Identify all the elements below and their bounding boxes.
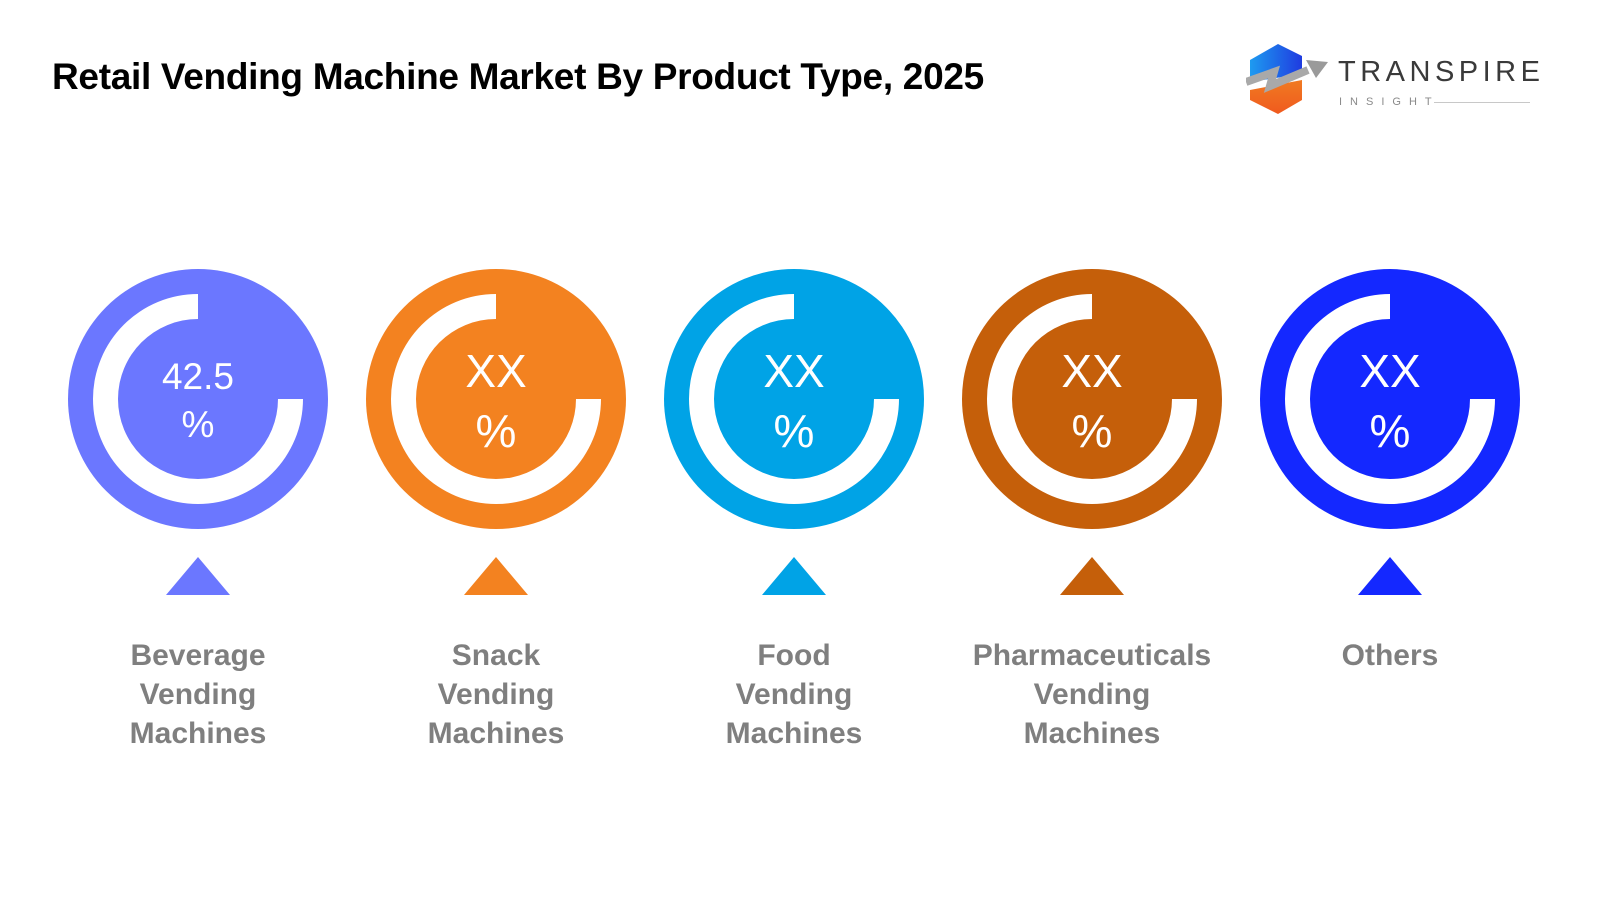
segment-unit: % [1369,405,1411,457]
segment-pharmaceuticals: XX % Pharmaceuticals Vending Machines [961,268,1223,750]
label-line: Beverage [130,639,266,672]
segment-label: Snack Vending Machines [325,636,667,753]
hexagon-arrow-logo-icon [1246,44,1328,114]
segment-unit: % [773,405,815,457]
segment-value: XX [465,345,527,397]
donut-indicator: 42.5 % [67,268,329,530]
label-line: Machines [725,717,863,750]
label-line: Vending [437,678,555,711]
segment-label: Pharmaceuticals Vending Machines [921,636,1263,753]
segment-others: XX % Others [1259,268,1521,672]
label-line: Machines [427,717,565,750]
label-line: Snack [451,639,541,672]
donut-indicator: XX % [1259,268,1521,530]
segment-value: XX [763,345,825,397]
triangle-marker-icon [1358,557,1422,595]
segment-beverage: 42.5 % Beverage Vending Machines [67,268,329,750]
segment-snack: XX % Snack Vending Machines [365,268,627,750]
label-line: Machines [129,717,267,750]
label-line: Food [757,639,831,672]
logo-name: TRANSPIRE [1338,56,1545,88]
segment-value: 42.5 [161,356,234,397]
label-line: Pharmaceuticals [972,639,1212,672]
segment-unit: % [1071,405,1113,457]
donut-ring-icon [664,269,924,529]
triangle-marker-icon [166,557,230,595]
label-line: Vending [139,678,257,711]
donut-ring-icon [1260,269,1520,529]
segment-value: XX [1061,345,1123,397]
triangle-marker-icon [464,557,528,595]
segment-label: Food Vending Machines [623,636,965,753]
label-line: Vending [1033,678,1151,711]
page-title: Retail Vending Machine Market By Product… [52,56,984,97]
label-line: Vending [735,678,853,711]
logo-subtitle: INSIGHT [1339,96,1440,108]
donut-ring-icon [68,269,328,529]
label-line: Others [1341,639,1439,672]
donut-ring-icon [962,269,1222,529]
label-line: Machines [1023,717,1161,750]
triangle-marker-icon [1060,557,1124,595]
logo-divider [1434,102,1530,103]
donut-indicator: XX % [365,268,627,530]
donut-ring-icon [366,269,626,529]
brand-logo: TRANSPIRE INSIGHT [1246,42,1540,118]
segment-unit: % [181,404,215,445]
segment-food: XX % Food Vending Machines [663,268,925,750]
segment-label: Beverage Vending Machines [27,636,369,753]
triangle-marker-icon [762,557,826,595]
segment-unit: % [475,405,517,457]
segment-value: XX [1359,345,1421,397]
segment-label: Others [1219,636,1561,675]
donut-indicator: XX % [961,268,1223,530]
donut-indicator: XX % [663,268,925,530]
